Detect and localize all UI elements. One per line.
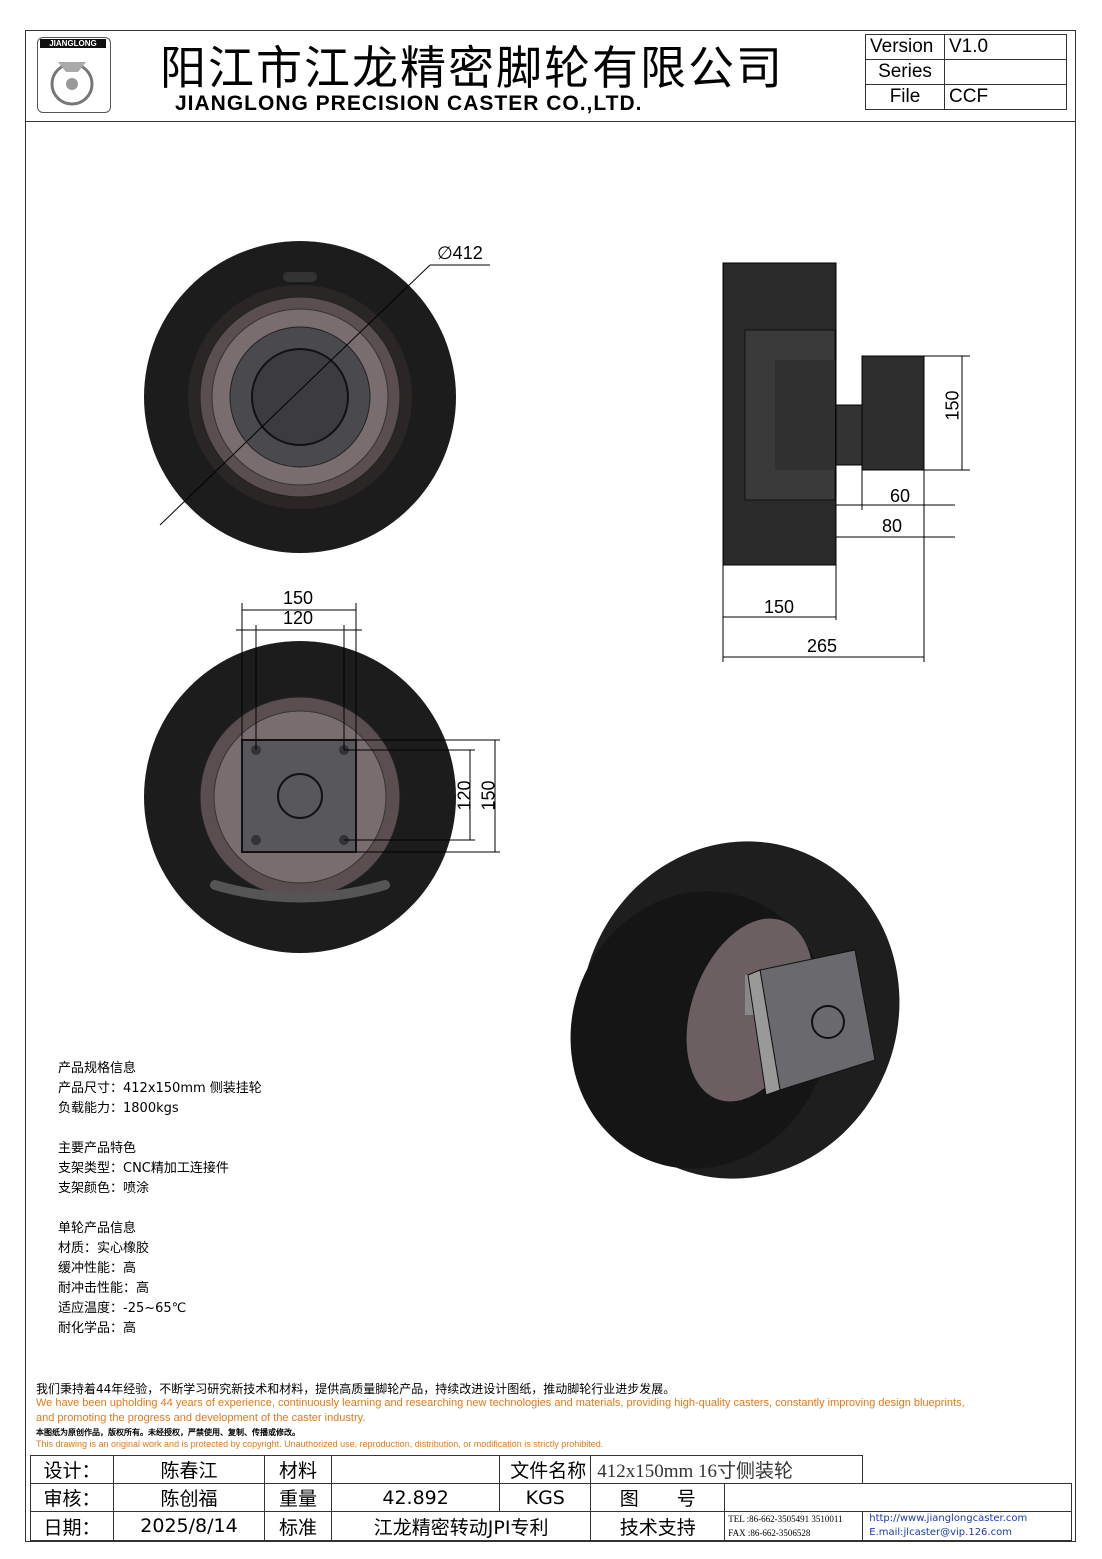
logo-text: JIANGLONG <box>40 39 106 48</box>
date-value: 2025/8/14 <box>113 1511 265 1541</box>
spec-group-features: 主要产品特色 支架类型：CNC精加工连接件 支架颜色：喷涂 <box>58 1139 229 1199</box>
standard-value: 江龙精密转动JPI专利 <box>330 1511 592 1541</box>
note-en-1b: and promoting the progress and developme… <box>36 1412 366 1424</box>
note-cn-2: 本图纸为原创作品，版权所有。未经授权，严禁使用、复制、传播或修改。 <box>36 1428 300 1437</box>
filename-label: 文件名称 <box>499 1455 592 1484</box>
note-en-1a: We have been upholding 44 years of exper… <box>36 1397 965 1409</box>
spec-line: 耐化学品：高 <box>58 1321 137 1336</box>
design-label: 设计： <box>30 1455 114 1484</box>
version-value: V1.0 <box>944 34 1067 60</box>
company-logo <box>37 37 111 113</box>
file-label: File <box>865 84 945 110</box>
standard-label: 标准 <box>264 1511 332 1541</box>
spec-group-size: 产品规格信息 产品尺寸：412x150mm 侧装挂轮 负载能力：1800kgs <box>58 1059 262 1119</box>
side-section-view <box>722 262 970 662</box>
drawing-no-value <box>724 1483 1072 1512</box>
series-label: Series <box>865 59 945 85</box>
series-value <box>944 59 1067 85</box>
sheet-border <box>25 30 1076 1542</box>
dim-plate-v120: 120 <box>454 780 475 811</box>
spec-line: 缓冲性能：高 <box>58 1261 137 1276</box>
spec-line: 负载能力：1800kgs <box>58 1101 179 1116</box>
support-label: 技术支持 <box>590 1511 726 1541</box>
spec-heading: 单轮产品信息 <box>58 1221 137 1236</box>
dim-plate-120: 120 <box>283 608 314 628</box>
weight-unit: KGS <box>499 1483 592 1512</box>
filename-value: 412x150mm 16寸侧装轮 <box>590 1455 864 1484</box>
company-name-cn: 阳江市江龙精密脚轮有限公司 <box>160 41 784 95</box>
technical-drawings <box>144 241 970 1179</box>
dim-side-150: 150 <box>764 597 795 617</box>
spec-line: 产品尺寸：412x150mm 侧装挂轮 <box>58 1081 262 1096</box>
note-cn-1: 我们秉持着44年经验，不断学习研究新技术和材料，提供高质量脚轮产品，持续改进设计… <box>36 1382 676 1396</box>
front-view-wheel <box>144 241 490 553</box>
drawing-no-label: 图 号 <box>590 1483 726 1512</box>
spec-line: 支架颜色：喷涂 <box>58 1181 150 1196</box>
reviewer: 陈创福 <box>113 1483 265 1512</box>
spec-heading: 产品规格信息 <box>58 1061 137 1076</box>
mounting-plate-view <box>144 603 500 953</box>
spec-group-wheel: 单轮产品信息 材质：实心橡胶 缓冲性能：高 耐冲击性能：高 适应温度：-25~6… <box>58 1219 186 1339</box>
designer: 陈春江 <box>113 1455 265 1484</box>
dim-plate-v150: 150 <box>478 780 499 811</box>
title-block: 设计： 陈春江 材料 文件名称 412x150mm 16寸侧装轮 审核： 陈创福… <box>30 1455 1072 1541</box>
file-value: CCF <box>944 84 1067 110</box>
date-label: 日期： <box>30 1511 114 1541</box>
isometric-view <box>570 841 900 1179</box>
dim-60: 60 <box>890 486 911 506</box>
weight-value: 42.892 <box>330 1483 501 1512</box>
spec-line: 材质：实心橡胶 <box>58 1241 150 1256</box>
spec-heading: 主要产品特色 <box>58 1141 137 1156</box>
material-value <box>330 1455 501 1484</box>
dim-side-height: 150 <box>942 390 963 421</box>
material-label: 材料 <box>264 1455 332 1484</box>
header <box>25 30 1076 122</box>
spec-line: 耐冲击性能：高 <box>58 1281 150 1296</box>
tel: TEL :86-662-3505491 3510011 <box>728 1514 843 1524</box>
spec-line: 支架类型：CNC精加工连接件 <box>58 1161 229 1176</box>
fax: FAX :86-662-3506528 <box>728 1528 811 1538</box>
website-link[interactable]: http://www.jianglongcaster.com <box>869 1513 1028 1524</box>
company-name-en: JIANGLONG PRECISION CASTER CO.,LTD. <box>175 92 643 115</box>
dim-265: 265 <box>807 636 838 656</box>
dim-plate-150: 150 <box>283 588 314 608</box>
review-label: 审核： <box>30 1483 114 1512</box>
email-link[interactable]: E.mail:jlcaster@vip.126.com <box>869 1527 1012 1538</box>
dim-80: 80 <box>882 516 903 536</box>
note-en-2: This drawing is an original work and is … <box>36 1439 604 1449</box>
dim-diameter: ∅412 <box>437 243 483 263</box>
spec-line: 适应温度：-25~65℃ <box>58 1301 187 1316</box>
weight-label: 重量 <box>264 1483 332 1512</box>
